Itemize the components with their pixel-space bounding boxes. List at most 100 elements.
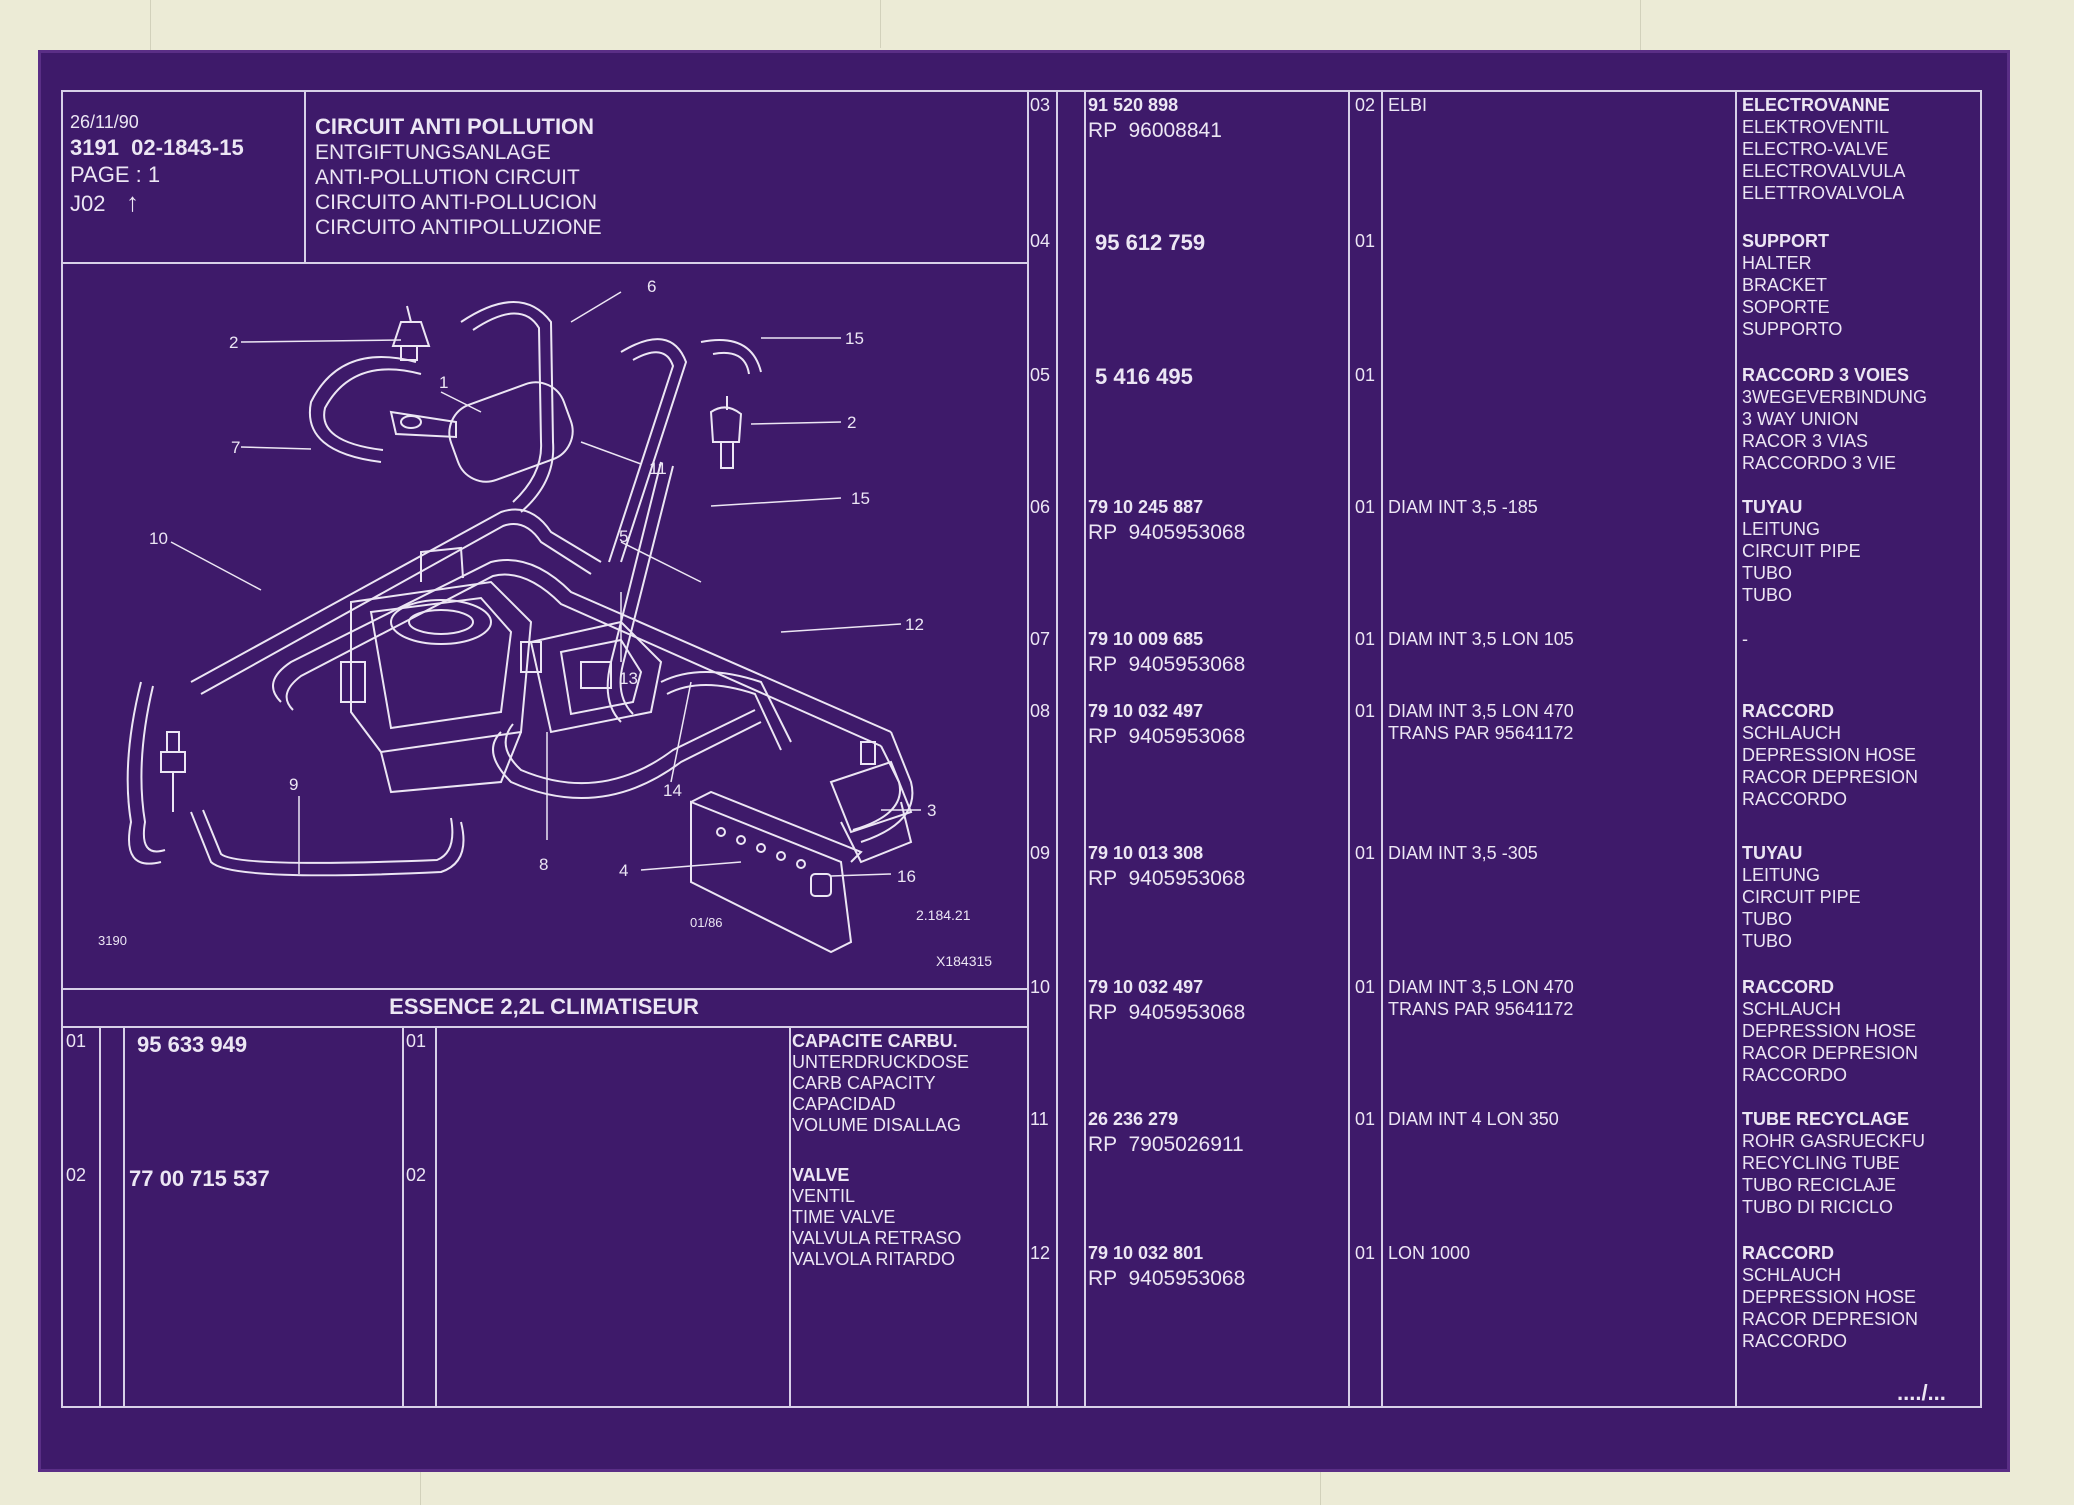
right-item-desc: ELECTROVALVULA xyxy=(1742,161,1906,181)
drawing-ref-bottom: X184315 xyxy=(936,953,993,969)
right-item-desc: RACOR 3 VIAS xyxy=(1742,431,1869,451)
right-item-pos: 06 xyxy=(1030,497,1051,517)
right-item-rp: RP 9405953068 xyxy=(1088,1001,1246,1024)
right-item-qty: 01 xyxy=(1355,497,1376,517)
parts-sheet xyxy=(61,90,1982,1408)
callout-10: 10 xyxy=(149,529,168,548)
right-item-desc: 3 WAY UNION xyxy=(1742,409,1859,429)
title-es: CIRCUITO ANTI-POLLUCION xyxy=(315,191,597,214)
right-item-desc: TUBO xyxy=(1742,909,1793,929)
right-item-desc: CIRCUIT PIPE xyxy=(1742,887,1861,907)
desc-line: VOLUME DISALLAG xyxy=(792,1115,962,1135)
left-item-pos: 01 xyxy=(66,1031,87,1051)
title-block: CIRCUIT ANTI POLLUTION ENTGIFTUNGSANLAGE… xyxy=(315,116,602,239)
right-item-desc: DEPRESSION HOSE xyxy=(1742,745,1917,765)
right-item-desc: ELEKTROVENTIL xyxy=(1742,117,1890,137)
desc-line: TIME VALVE xyxy=(792,1207,896,1227)
right-item-desc: RACOR DEPRESION xyxy=(1742,767,1919,787)
page-number: PAGE : 1 xyxy=(70,162,161,187)
callout-9: 9 xyxy=(289,775,298,794)
right-item-spec: DIAM INT 4 LON 350 xyxy=(1388,1109,1559,1129)
desc-line: CARB CAPACITY xyxy=(792,1073,936,1093)
right-item-desc: RACCORDO xyxy=(1742,789,1848,809)
right-item-desc: TUYAU xyxy=(1742,497,1803,517)
drawing-ref-left: 3190 xyxy=(98,933,127,948)
desc-line: VALVOLA RITARDO xyxy=(792,1249,956,1269)
right-item-desc: ELETTROVALVOLA xyxy=(1742,183,1905,203)
right-item-rp: RP 9405953068 xyxy=(1088,867,1246,890)
right-item-desc: TUBO xyxy=(1742,585,1793,605)
right-item-desc: ROHR GASRUECKFU xyxy=(1742,1131,1926,1151)
right-item-desc: BRACKET xyxy=(1742,275,1828,295)
callout-5: 5 xyxy=(619,527,628,546)
right-item-desc: TUBO RECICLAJE xyxy=(1742,1175,1897,1195)
right-item-pos: 08 xyxy=(1030,701,1051,721)
right-item-desc: RECYCLING TUBE xyxy=(1742,1153,1900,1173)
left-item-desc: CAPACITE CARBU. UNTERDRUCKDOSE CARB CAPA… xyxy=(792,1032,969,1134)
right-item-desc: SCHLAUCH xyxy=(1742,723,1842,743)
right-item-desc: TUYAU xyxy=(1742,843,1803,863)
right-item-part: 26 236 279 xyxy=(1088,1109,1179,1129)
right-item-part: 79 10 245 887 xyxy=(1088,497,1204,517)
variant-title: ESSENCE 2,2L CLIMATISEUR xyxy=(389,994,699,1019)
right-item-spec: ELBI xyxy=(1388,95,1428,115)
right-item-part: 79 10 032 801 xyxy=(1088,1243,1204,1263)
right-item-spec: DIAM INT 3,5 -185 xyxy=(1388,497,1538,517)
right-item-qty: 01 xyxy=(1355,1243,1376,1263)
right-item-pos: 07 xyxy=(1030,629,1051,649)
right-item-pos: 11 xyxy=(1030,1109,1049,1129)
right-item-desc: SUPPORTO xyxy=(1742,319,1843,339)
right-item-desc: LEITUNG xyxy=(1742,519,1821,539)
right-item-desc: RACCORD xyxy=(1742,977,1834,997)
right-item-desc: RACCORD xyxy=(1742,1243,1834,1263)
right-item-pos: 10 xyxy=(1030,977,1051,997)
title-it: CIRCUITO ANTIPOLLUZIONE xyxy=(315,216,602,239)
right-item-pos: 09 xyxy=(1030,843,1051,863)
callout-16: 16 xyxy=(897,867,916,886)
desc-line: CAPACIDAD xyxy=(792,1094,896,1114)
right-item-desc: SCHLAUCH xyxy=(1742,1265,1842,1285)
right-item-part: 79 10 013 308 xyxy=(1088,843,1204,863)
right-item-desc: TUBE RECYCLAGE xyxy=(1742,1109,1910,1129)
right-item-qty: 01 xyxy=(1355,1109,1376,1129)
callout-1: 1 xyxy=(439,373,448,392)
right-item-desc: SCHLAUCH xyxy=(1742,999,1842,1019)
desc-line: VENTIL xyxy=(792,1186,856,1206)
left-item-part: 95 633 949 xyxy=(137,1032,248,1057)
right-item-qty: 02 xyxy=(1355,95,1376,115)
left-item-desc: VALVE VENTIL TIME VALVE VALVULA RETRASO … xyxy=(792,1166,961,1268)
right-item-spec: TRANS PAR 95641172 xyxy=(1388,723,1574,743)
right-item-desc: RACCORDO 3 VIE xyxy=(1742,453,1897,473)
right-item-part: 95 612 759 xyxy=(1095,230,1206,255)
right-item-desc: - xyxy=(1742,629,1748,649)
right-item-spec: LON 1000 xyxy=(1388,1243,1471,1263)
microfiche-film xyxy=(38,50,2010,1472)
right-item-desc: 3WEGEVERBINDUNG xyxy=(1742,387,1928,407)
callout-7: 7 xyxy=(231,438,240,457)
right-item-desc: TUBO xyxy=(1742,931,1793,951)
right-item-desc: RACOR DEPRESION xyxy=(1742,1043,1919,1063)
right-item-spec: DIAM INT 3,5 LON 470 xyxy=(1388,977,1574,997)
right-item-qty: 01 xyxy=(1355,843,1376,863)
drawing-ref-code: 2.184.21 xyxy=(916,907,971,923)
callout-3: 3 xyxy=(927,801,936,820)
left-item-qty: 01 xyxy=(406,1031,427,1051)
callout-15: 15 xyxy=(845,329,864,348)
right-item-desc: CIRCUIT PIPE xyxy=(1742,541,1861,561)
right-item-rp: RP 7905026911 xyxy=(1088,1133,1244,1156)
callout-8: 8 xyxy=(539,855,548,874)
right-item-qty: 01 xyxy=(1355,629,1376,649)
right-item-rp: RP 9405953068 xyxy=(1088,1267,1246,1290)
right-item-desc: DEPRESSION HOSE xyxy=(1742,1021,1917,1041)
callout-4: 4 xyxy=(619,861,628,880)
desc-line: UNTERDRUCKDOSE xyxy=(792,1052,970,1072)
desc-line: CAPACITE CARBU. xyxy=(792,1031,958,1051)
right-item-spec: TRANS PAR 95641172 xyxy=(1388,999,1574,1019)
desc-line: VALVULA RETRASO xyxy=(792,1228,962,1248)
right-item-qty: 01 xyxy=(1355,977,1376,997)
right-item-desc: HALTER xyxy=(1742,253,1812,273)
right-item-spec: DIAM INT 3,5 -305 xyxy=(1388,843,1538,863)
left-item-pos: 02 xyxy=(66,1165,87,1185)
anti-pollution-circuit-illustration: 2 1 6 15 2 7 11 15 10 5 12 13 14 3 9 8 4… xyxy=(61,262,1027,988)
right-item-part: 79 10 032 497 xyxy=(1088,701,1204,721)
